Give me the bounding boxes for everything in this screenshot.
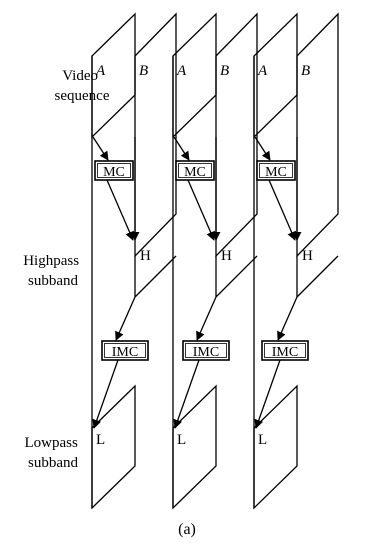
arrow-a-to-mc-2	[173, 136, 190, 161]
arrow-mc-to-h-1	[106, 179, 134, 241]
svg-text:MC: MC	[265, 165, 287, 180]
figure-caption: (a)	[178, 521, 196, 538]
lowpass-l-1: L	[96, 432, 105, 448]
highpass-diag-1	[134, 255, 177, 298]
arrow-a-to-mc-1	[92, 136, 109, 161]
lowpass-l-3: L	[258, 432, 267, 448]
arrow-imc-to-l-2	[173, 359, 200, 429]
arrow-h-to-imc-1	[115, 296, 136, 341]
imc-box-1: IMC	[101, 340, 149, 361]
frame-b-3	[296, 12, 339, 258]
arrow-a-to-mc-3	[254, 136, 271, 161]
highpass-h-1: H	[140, 248, 151, 264]
group-3	[253, 12, 339, 510]
arrow-imc-to-l-3	[254, 359, 281, 429]
mc-box-2: MC	[175, 160, 215, 181]
mc-box-1: MC	[94, 160, 134, 181]
highpass-label-line2: subband	[28, 273, 78, 289]
mc-box-3: MC	[256, 160, 296, 181]
lowpass-label-line1: Lowpass	[24, 435, 77, 451]
arrow-mc-to-h-2	[187, 179, 215, 241]
arrow-imc-to-l-1	[92, 359, 119, 429]
imc-box-2: IMC	[182, 340, 230, 361]
frame-letter-a-2: A	[176, 63, 187, 79]
highpass-diag-3	[296, 255, 339, 298]
highpass-h-2: H	[221, 248, 232, 264]
frame-letter-a-1: A	[95, 63, 106, 79]
group-1	[91, 12, 177, 510]
lowpass-label-line2: subband	[28, 455, 78, 471]
frame-letter-b-2: B	[220, 63, 229, 79]
video-label-line2: sequence	[55, 88, 110, 104]
svg-text:MC: MC	[184, 165, 206, 180]
highpass-label-line1: Highpass	[23, 253, 79, 269]
frame-letter-b-3: B	[301, 63, 310, 79]
imc-box-3: IMC	[261, 340, 309, 361]
video-label-line1: Video	[62, 68, 98, 84]
svg-text:IMC: IMC	[193, 345, 219, 360]
arrow-h-to-imc-2	[196, 296, 217, 341]
highpass-diag-2	[215, 255, 258, 298]
lowpass-l-2: L	[177, 432, 186, 448]
lowpass-subband-label: Lowpass subband	[24, 435, 81, 471]
group-2	[172, 12, 258, 510]
frame-b-2	[215, 12, 258, 258]
svg-text:MC: MC	[103, 165, 125, 180]
svg-text:IMC: IMC	[112, 345, 138, 360]
frame-b-1	[134, 12, 177, 258]
frame-letter-a-3: A	[257, 63, 268, 79]
highpass-subband-label: Highpass subband	[23, 253, 83, 289]
highpass-h-3: H	[302, 248, 313, 264]
arrow-mc-to-h-3	[268, 179, 296, 241]
arrow-h-to-imc-3	[277, 296, 298, 341]
video-sequence-label: Video sequence	[55, 68, 110, 104]
frame-letter-b-1: B	[139, 63, 148, 79]
svg-text:IMC: IMC	[272, 345, 298, 360]
